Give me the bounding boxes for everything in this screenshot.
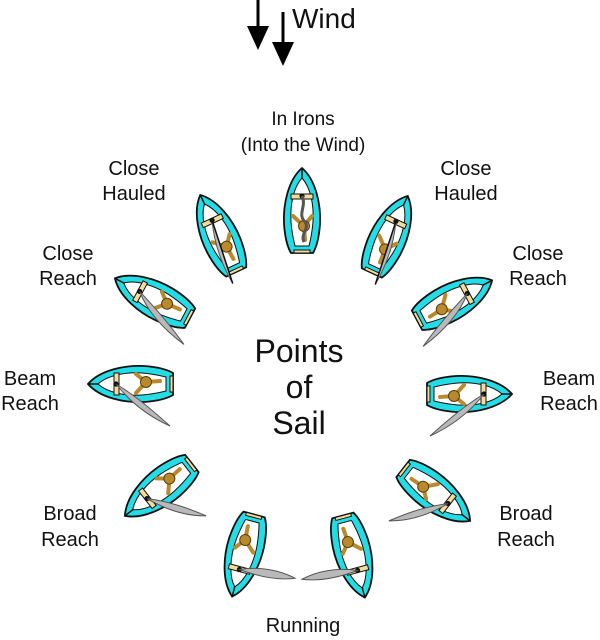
sail	[422, 293, 468, 347]
label-in-irons-1: In Irons	[271, 109, 334, 130]
sail	[388, 503, 449, 522]
boat-close-reach-left	[103, 262, 205, 345]
boat-broad-reach-left	[111, 447, 207, 533]
wind-arrow-icon	[272, 12, 294, 66]
label-broad-reach-left-1: Broad	[43, 503, 96, 525]
label-close-hauled-left-2: Hauled	[102, 183, 165, 205]
boat-close-reach-right	[402, 264, 504, 347]
boat-close-hauled-right	[353, 186, 427, 285]
label-beam-reach-left-1: Beam	[4, 368, 56, 390]
label-close-hauled-right-2: Hauled	[434, 183, 497, 205]
label-close-reach-left-1: Close	[42, 243, 93, 265]
title-line-2: of	[286, 369, 313, 405]
label-close-reach-left-2: Reach	[39, 268, 97, 290]
boat-beam-reach-left	[86, 363, 175, 427]
boat-broad-reach-right	[388, 452, 484, 538]
sail	[237, 567, 297, 580]
sail-luffing	[300, 195, 308, 243]
label-beam-reach-right-2: Reach	[540, 393, 598, 415]
wind-arrow-icon	[247, 0, 269, 50]
wind-arrows	[247, 0, 294, 66]
label-beam-reach-right-1: Beam	[543, 368, 595, 390]
label-broad-reach-right-1: Broad	[499, 503, 552, 525]
label-broad-reach-left-2: Reach	[41, 529, 99, 551]
label-running: Running	[266, 615, 341, 637]
label-in-irons-2: (Into the Wind)	[241, 135, 366, 156]
boat-beam-reach-right	[425, 373, 514, 437]
wind-label: Wind	[292, 3, 356, 34]
label-close-hauled-left-1: Close	[108, 158, 159, 180]
boat-running-right	[300, 508, 385, 605]
sail	[115, 383, 171, 427]
title-line-1: Points	[255, 333, 344, 369]
boat-in-irons	[281, 166, 323, 255]
label-close-reach-right-1: Close	[512, 243, 563, 265]
sail	[139, 291, 185, 345]
label-broad-reach-right-2: Reach	[497, 529, 555, 551]
label-close-reach-right-2: Reach	[509, 268, 567, 290]
sail	[429, 393, 485, 437]
boat-close-hauled-left	[181, 185, 255, 284]
sail	[146, 498, 207, 517]
label-close-hauled-right-1: Close	[440, 158, 491, 180]
boats	[86, 166, 514, 605]
title-line-3: Sail	[272, 405, 325, 441]
label-beam-reach-left-2: Reach	[1, 393, 59, 415]
sail	[300, 568, 360, 581]
boat-running-left	[212, 507, 297, 604]
